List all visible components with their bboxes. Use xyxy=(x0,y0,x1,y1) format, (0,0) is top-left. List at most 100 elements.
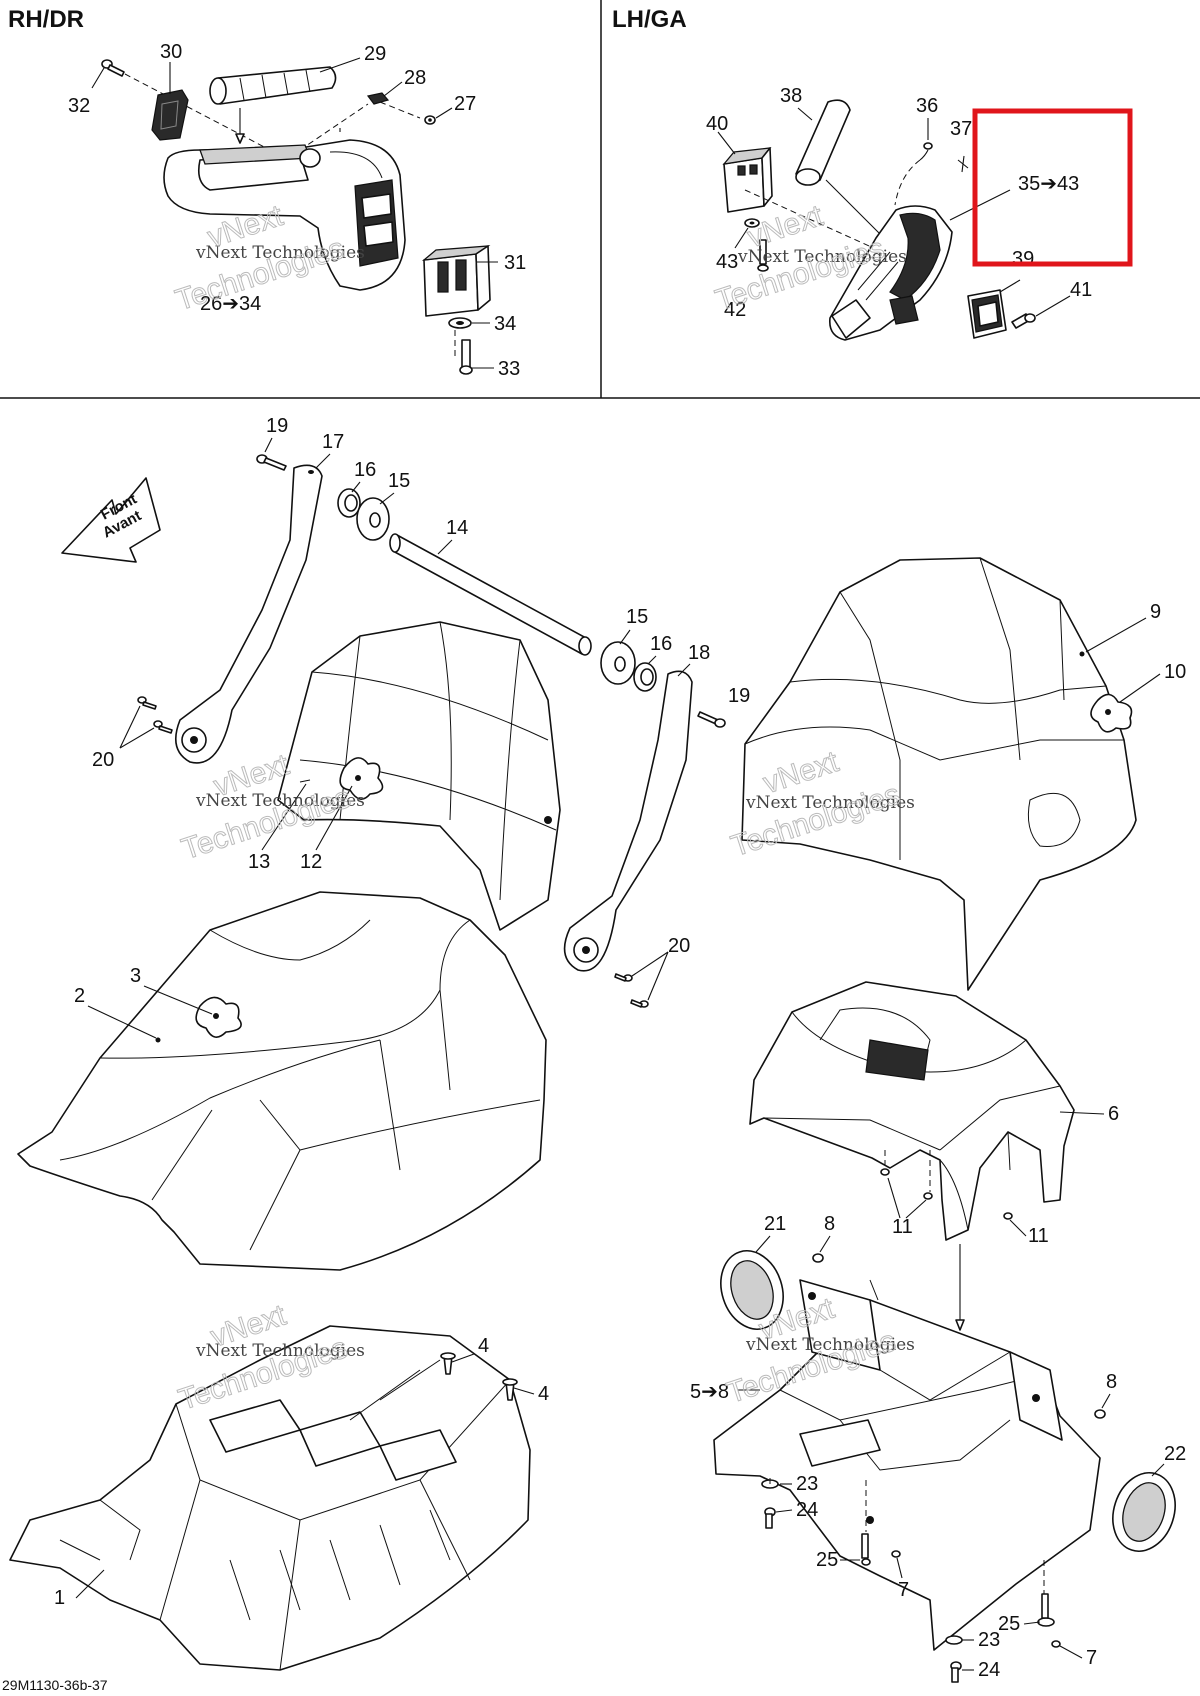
washer-27 xyxy=(424,115,436,125)
bolt-32 xyxy=(101,59,125,77)
callout-27: 27 xyxy=(454,93,476,115)
lh-ga-header: LH/GA xyxy=(612,6,687,33)
frame-fasteners xyxy=(761,1253,1106,1683)
bracket-17 xyxy=(174,464,323,764)
callout-16-right: 16 xyxy=(650,633,672,655)
callout-11-right: 11 xyxy=(1028,1225,1049,1247)
callout-8-right: 8 xyxy=(1106,1371,1117,1393)
callout-7-left: 7 xyxy=(898,1579,909,1601)
callout-1: 1 xyxy=(54,1587,65,1609)
lh-handle-body xyxy=(828,205,953,341)
callout-30: 30 xyxy=(160,41,182,63)
arrow-down xyxy=(955,1319,965,1331)
callout-17: 17 xyxy=(322,431,344,453)
watermark-caption: vNext Technologies xyxy=(737,247,907,267)
seat-callouts: 3 2 xyxy=(74,965,213,1039)
callout-3: 3 xyxy=(130,965,141,987)
grip-38 xyxy=(795,99,851,186)
ring-22 xyxy=(1112,1472,1176,1552)
callout-12: 12 xyxy=(300,851,322,873)
callout-20-left: 20 xyxy=(92,749,114,771)
bolt-42 xyxy=(757,239,769,272)
watermark-caption: vNext Technologies xyxy=(195,243,365,263)
clip-37 xyxy=(957,155,969,173)
bracket-18 xyxy=(563,670,693,972)
washer-34 xyxy=(448,317,472,329)
watermark-caption: vNext Technologies xyxy=(745,1335,915,1355)
callout-28: 28 xyxy=(404,67,426,89)
callout-8-top: 8 xyxy=(824,1213,835,1235)
rod-14 xyxy=(389,533,592,656)
callout-6: 6 xyxy=(1108,1103,1119,1125)
callout-16-left: 16 xyxy=(354,459,376,481)
callout-34: 34 xyxy=(494,313,516,335)
pan-fasteners-4 xyxy=(440,1352,518,1401)
callout-29: 29 xyxy=(364,43,386,65)
callout-25-left: 25 xyxy=(816,1549,838,1571)
rh-dr-header: RH/DR xyxy=(8,6,84,33)
nut-28 xyxy=(366,92,390,105)
callout-4-bottom: 4 xyxy=(538,1383,549,1405)
lower-frame xyxy=(713,1279,1101,1651)
screw-19-right xyxy=(697,711,726,728)
ring-21 xyxy=(720,1250,784,1330)
watermark-caption: vNext Technologies xyxy=(745,793,915,813)
washer-43 xyxy=(744,218,760,228)
callout-36: 36 xyxy=(916,95,938,117)
seat-2 xyxy=(17,891,547,1271)
callout-19-right: 19 xyxy=(728,685,750,707)
screw-19-top xyxy=(256,454,287,471)
backrest-pad-12 xyxy=(277,621,561,931)
panel-frame xyxy=(0,0,1200,399)
callout-10: 10 xyxy=(1164,661,1186,683)
callout-2: 2 xyxy=(74,985,85,1007)
callout-42: 42 xyxy=(724,299,746,321)
callout-31: 31 xyxy=(504,252,526,274)
bushing-16-right xyxy=(633,662,657,692)
rear-seat-callouts: 9 10 xyxy=(1085,601,1186,703)
highlight-box xyxy=(972,108,1133,267)
callout-22: 22 xyxy=(1164,1443,1186,1465)
rear-seat-9 xyxy=(741,557,1137,991)
callout-24-right: 24 xyxy=(978,1659,1000,1681)
pan-callouts: 4 4 1 xyxy=(54,1335,549,1609)
callout-13: 13 xyxy=(248,851,270,873)
callout-7-right: 7 xyxy=(1086,1647,1097,1669)
callout-26-34: 26➔34 xyxy=(200,293,261,315)
callout-25-right: 25 xyxy=(998,1613,1020,1635)
bushing-16-left xyxy=(337,488,361,518)
cap-30 xyxy=(151,89,189,141)
block-40 xyxy=(722,147,773,213)
bolt-33 xyxy=(459,339,473,375)
callout-14: 14 xyxy=(446,517,468,539)
rh-callouts: 32 30 29 28 27 31 34 33 26➔34 xyxy=(68,41,526,380)
bracket-6-screws xyxy=(880,1150,1013,1220)
washer-15-left xyxy=(356,497,390,541)
callout-15-left: 15 xyxy=(388,470,410,492)
callout-37: 37 xyxy=(950,118,972,140)
pan-1 xyxy=(9,1325,531,1671)
callout-40: 40 xyxy=(706,113,728,135)
callout-23-right: 23 xyxy=(978,1629,1000,1651)
callout-15-right: 15 xyxy=(626,606,648,628)
callout-41: 41 xyxy=(1070,279,1092,301)
clamp-31 xyxy=(421,245,491,317)
callout-35-43: 35➔43 xyxy=(1018,173,1079,195)
bracket-6 xyxy=(749,981,1075,1241)
screw-36 xyxy=(919,142,933,161)
figure-code: 29M1130-36b-37 xyxy=(2,1677,108,1693)
watermark-caption: vNext Technologies xyxy=(195,1341,365,1361)
callout-4-top: 4 xyxy=(478,1335,489,1357)
frame-callouts: 21 8 8 22 5➔8 23 24 25 7 25 7 23 24 xyxy=(690,1213,1186,1681)
callout-5-8: 5➔8 xyxy=(690,1381,729,1403)
callout-20-right: 20 xyxy=(668,935,690,957)
screws-20-left xyxy=(137,696,173,734)
screws-20-right xyxy=(614,973,649,1008)
callout-9: 9 xyxy=(1150,601,1161,623)
callout-38: 38 xyxy=(780,85,802,107)
callout-33: 33 xyxy=(498,358,520,380)
washer-15-right xyxy=(600,641,636,685)
callout-39: 39 xyxy=(1012,248,1034,270)
callout-32: 32 xyxy=(68,95,90,117)
backrest-assembly xyxy=(137,454,726,1008)
